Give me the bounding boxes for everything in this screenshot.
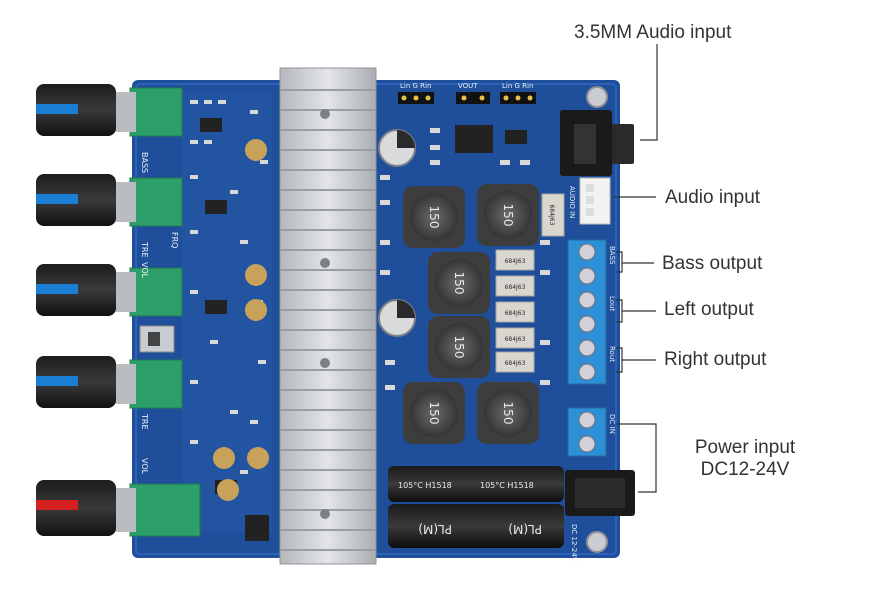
cap-text-1: PL(M): [508, 522, 542, 536]
silk-tre: TRE: [140, 241, 149, 258]
silk-lin-g-rin-2: Lin G Rin: [502, 82, 533, 90]
cap-rating-2: 105°C H1518: [480, 481, 534, 490]
silk-lout-term: Lout: [608, 296, 616, 311]
small-capacitors: [378, 129, 416, 337]
audio-jack-35mm: [560, 110, 634, 176]
callout-power-input: Power input DC12-24V: [680, 437, 810, 481]
bulk-capacitors: [388, 466, 564, 548]
silk-bass-term: BASS: [608, 246, 616, 265]
resistor-label-1: 684J63: [548, 205, 555, 226]
smd-components: [182, 92, 272, 541]
callout-35mm-audio-input: 3.5MM Audio input: [574, 22, 732, 43]
speaker-terminals: [567, 239, 607, 385]
callout-power-line2: DC12-24V: [700, 459, 790, 480]
silk-tre2: TRE: [140, 413, 149, 430]
knob-frq: [36, 174, 183, 227]
resistor-label-4: 684J63: [505, 310, 526, 317]
callout-bass-output: Bass output: [662, 253, 763, 274]
silk-bass: BASS: [140, 152, 149, 173]
callout-left-output: Left output: [664, 299, 754, 320]
cap-text-2: PL(M): [418, 522, 452, 536]
callout-right-output: Right output: [664, 349, 767, 370]
silk-vout: VOUT: [458, 82, 478, 90]
callout-audio-input: Audio input: [665, 187, 761, 208]
silk-frq: FRQ: [170, 232, 179, 248]
dc-barrel-jack: [565, 470, 635, 516]
inductors: [403, 184, 539, 444]
resistor-label-3: 684J63: [505, 284, 526, 291]
inductor-label-4: 150: [452, 336, 466, 359]
inductor-label-6: 150: [501, 402, 515, 425]
silk-dc-in: DC IN: [608, 414, 616, 434]
inductor-label-2: 150: [501, 204, 515, 227]
switch: [139, 325, 175, 353]
mounting-holes: [586, 86, 608, 553]
silk-vol2: VOL: [140, 458, 149, 475]
resistor-label-5: 684J63: [505, 336, 526, 343]
cap-rating-1: 105°C H1518: [398, 481, 452, 490]
callout-power-line1: Power input: [694, 437, 796, 458]
inductor-label-5: 150: [427, 402, 441, 425]
knob-bass: [36, 84, 183, 137]
heatsink: [279, 67, 377, 565]
silk-rout-term: Rout: [608, 346, 616, 362]
silk-lin-g-rin-1: Lin G Rin: [400, 82, 431, 90]
ic-chips: [455, 125, 527, 153]
header-pins: [398, 92, 536, 104]
silk-vol: VOL: [140, 262, 149, 279]
resistor-label-2: 684J63: [505, 258, 526, 265]
knob-tre: [36, 264, 183, 317]
resistor-label-6: 684J63: [505, 360, 526, 367]
film-capacitors: [495, 193, 565, 373]
knob-vol: [36, 356, 183, 409]
power-terminal: [567, 407, 607, 457]
inductor-label-3: 150: [452, 272, 466, 295]
audio-input-connector: [579, 177, 611, 225]
inductor-label-1: 150: [427, 206, 441, 229]
callout-leader-lines: [614, 44, 658, 493]
silk-dc-volt: DC 12-24V: [570, 524, 578, 562]
silk-audio-in: AUDIO IN: [568, 186, 576, 218]
knob-master: [36, 480, 201, 537]
